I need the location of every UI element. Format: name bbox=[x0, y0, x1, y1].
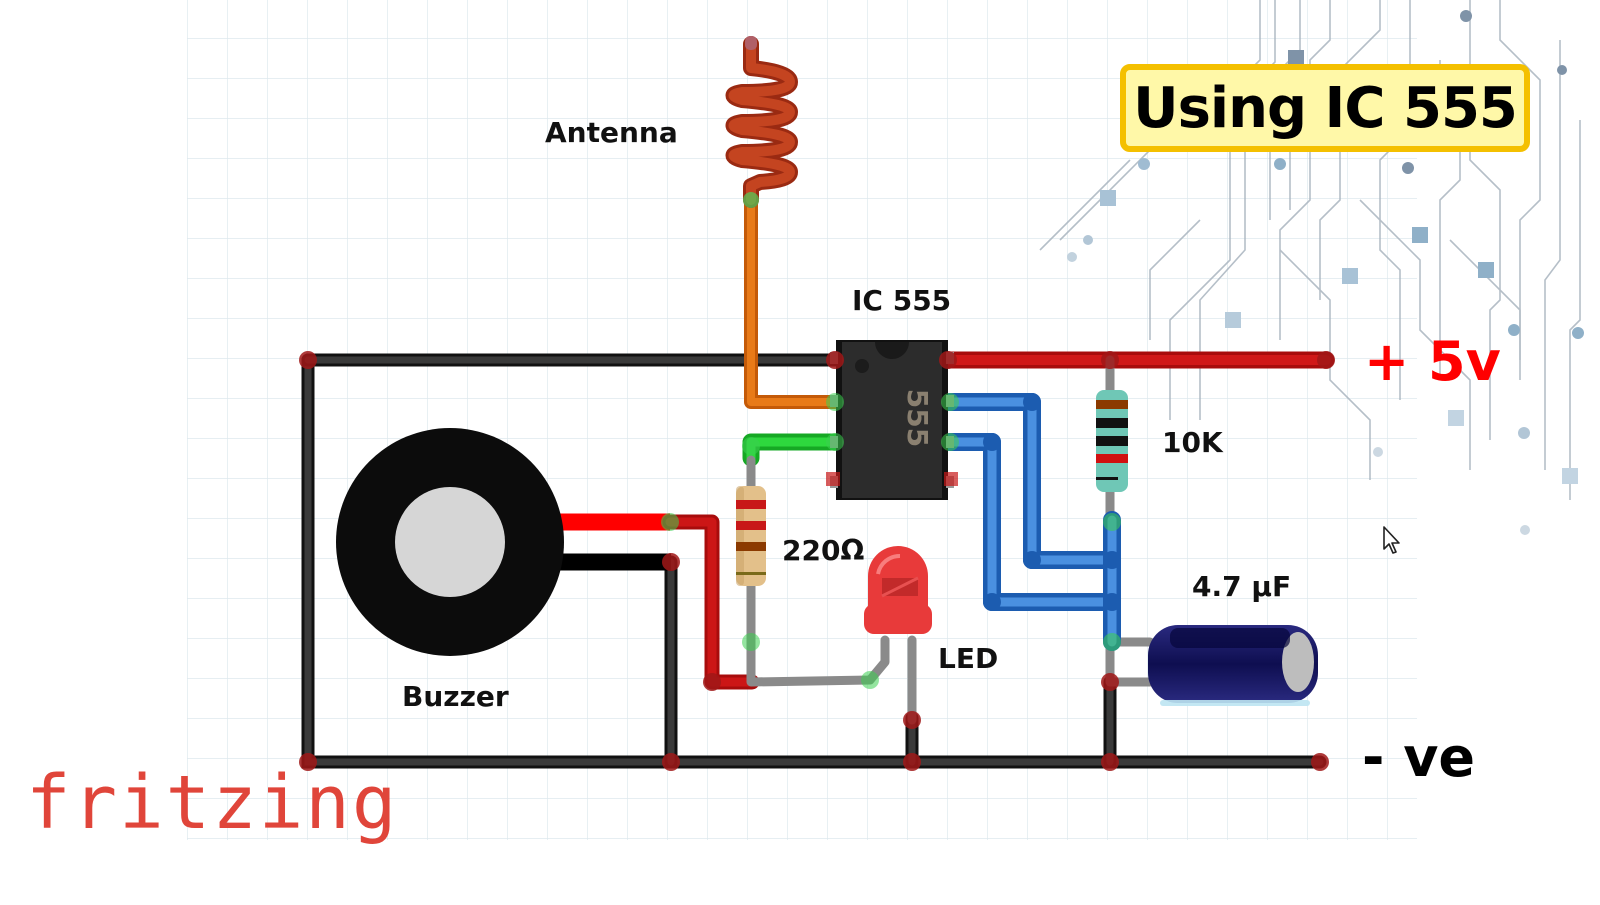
resistor-220-ohm[interactable] bbox=[736, 486, 766, 586]
antenna-label: Antenna bbox=[545, 116, 678, 149]
resistor-10k[interactable] bbox=[1096, 390, 1128, 492]
buzzer[interactable] bbox=[336, 428, 564, 656]
connection-points bbox=[299, 351, 1335, 771]
threshold-discharge-wires[interactable] bbox=[941, 393, 1121, 651]
negative-rail-label: - ve bbox=[1362, 726, 1475, 789]
electrolytic-capacitor[interactable] bbox=[1148, 625, 1318, 706]
capacitor-label: 4.7 µF bbox=[1192, 570, 1291, 603]
buzzer-wires[interactable] bbox=[560, 513, 760, 690]
antenna-coil bbox=[725, 36, 798, 208]
ic-555-chip[interactable]: 555 bbox=[830, 340, 954, 500]
pcb-pads-decoration bbox=[1067, 10, 1584, 535]
ic-label: IC 555 bbox=[852, 284, 951, 317]
mouse-cursor-icon bbox=[1383, 526, 1400, 554]
positive-rail-label: + 5v bbox=[1364, 330, 1501, 393]
resistor-220-label: 220Ω bbox=[782, 534, 864, 567]
antenna-wire[interactable] bbox=[744, 193, 842, 409]
ic-marking: 555 bbox=[901, 389, 934, 447]
led-label: LED bbox=[938, 642, 998, 675]
resistor-10k-label: 10K bbox=[1162, 426, 1224, 459]
buzzer-label: Buzzer bbox=[402, 680, 509, 713]
page-title: Using IC 555 bbox=[1133, 75, 1518, 141]
title-banner: Using IC 555 bbox=[1120, 64, 1530, 152]
fritzing-logo: fritzing bbox=[26, 760, 399, 846]
led-red[interactable] bbox=[864, 546, 932, 634]
